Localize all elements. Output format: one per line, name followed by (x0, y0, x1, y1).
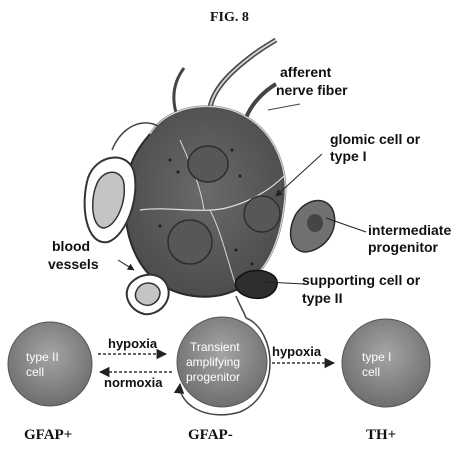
blood-vessels-label-line1: blood (52, 238, 91, 254)
supporting-label-line2: type II (302, 290, 343, 306)
type-i-cell-label-line2: cell (362, 365, 381, 379)
type-ii-cell-label-line2: cell (26, 365, 45, 379)
glomus-cluster (124, 105, 287, 300)
transient-progenitor-label-line3: progenitor (186, 370, 241, 384)
type-ii-cell (7, 321, 93, 407)
intermediate-label-line2: progenitor (368, 239, 438, 255)
afferent-label-line2: nerve fiber (276, 82, 348, 98)
intermediate-progenitor-cell (289, 199, 336, 253)
marker-gfap-minus: GFAP- (188, 427, 233, 443)
marker-th-plus: TH+ (366, 427, 397, 443)
supporting-label-line1: supporting cell or (302, 272, 421, 288)
self-renewal-loop (173, 317, 271, 416)
intermediate-label-line1: intermediate (368, 222, 452, 238)
transient-amplifying-progenitor-cell (176, 316, 268, 408)
type-ii-cell-label-line1: type II (26, 350, 59, 364)
self-renewal-loop-top (235, 295, 247, 319)
afferent-label-line1: afferent (280, 64, 332, 80)
blood-vessel-left (83, 122, 159, 244)
type-i-cell-label-line1: type I (362, 350, 392, 364)
hypoxia-left-label: hypoxia (108, 336, 158, 351)
type-i-cell (341, 318, 431, 408)
figure-title: FIG. 8 (210, 10, 249, 25)
normoxia-label: normoxia (104, 375, 163, 390)
leader-lines (117, 153, 367, 285)
glomic-label-line1: glomic cell or (330, 131, 421, 147)
glomic-label-line2: type I (330, 148, 367, 164)
blood-vessel-bottom (125, 273, 170, 316)
hypoxia-right-label: hypoxia (272, 344, 322, 359)
blood-vessels-label-line2: vessels (48, 256, 99, 272)
marker-gfap-plus: GFAP+ (24, 427, 73, 443)
transient-progenitor-label-line2: amplifying (186, 355, 241, 369)
transient-progenitor-label-line1: Transient (190, 340, 240, 354)
